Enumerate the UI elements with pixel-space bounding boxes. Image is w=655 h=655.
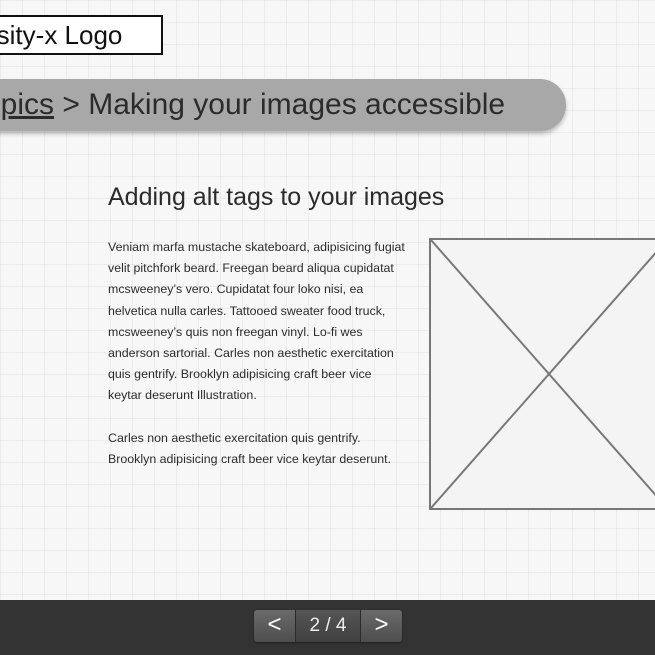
pager: < 2 / 4 >: [254, 610, 402, 642]
paragraph: Carles non aesthetic exercitation quis g…: [108, 430, 392, 466]
placeholder-cross-icon: [431, 240, 655, 508]
image-placeholder: [429, 238, 655, 510]
body-text: Veniam marfa mustache skateboard, adipis…: [108, 237, 408, 491]
breadcrumb-current: Making your images accessible: [88, 88, 506, 121]
logo[interactable]: rsity-x Logo: [0, 15, 163, 55]
breadcrumb-separator: >: [54, 88, 89, 121]
paragraph: Veniam marfa mustache skateboard, adipis…: [108, 240, 405, 403]
previous-page-button[interactable]: <: [254, 610, 295, 642]
page-counter: 2 / 4: [295, 610, 361, 642]
next-page-button[interactable]: >: [361, 610, 402, 642]
logo-text: rsity-x Logo: [0, 20, 123, 50]
section-title: Adding alt tags to your images: [108, 183, 445, 211]
